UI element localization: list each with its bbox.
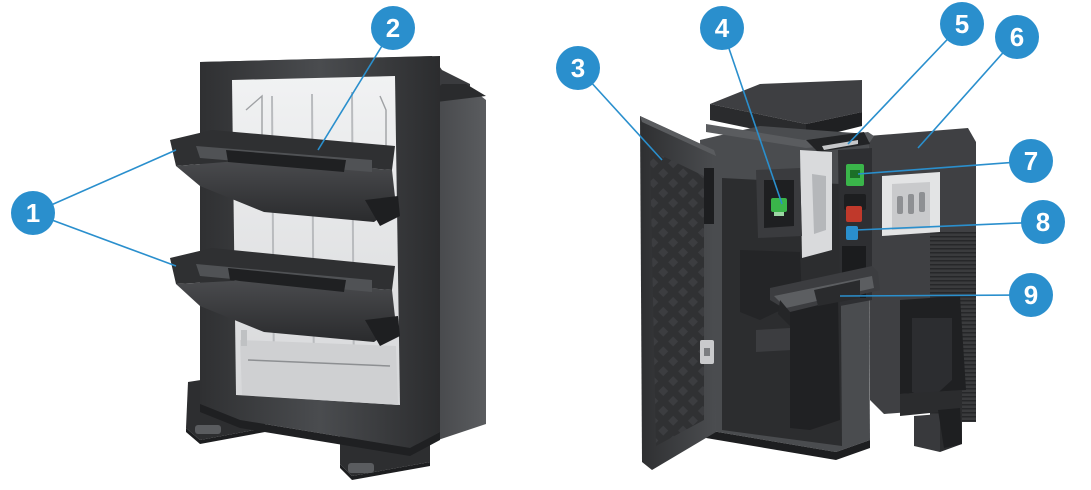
finisher-open-view	[640, 80, 976, 470]
callout-8-label: 8	[1036, 207, 1050, 237]
top-cover	[710, 80, 862, 124]
caster-left	[195, 425, 221, 434]
leader-5	[847, 23, 963, 145]
callout-9-label: 9	[1024, 280, 1038, 310]
callout-4-label: 4	[715, 13, 730, 43]
callouts: 1 2 3 4 5 6 7 8	[11, 2, 1065, 317]
callout-1: 1	[11, 191, 55, 235]
callout-5-label: 5	[955, 9, 969, 39]
callout-2-label: 2	[386, 13, 400, 43]
callout-7: 7	[1009, 139, 1053, 183]
callout-4: 4	[700, 6, 744, 50]
callout-8: 8	[1021, 200, 1065, 244]
staple-cartridge-red	[846, 206, 862, 222]
callout-6: 6	[995, 15, 1039, 59]
callout-6-label: 6	[1010, 22, 1024, 52]
callout-3-label: 3	[571, 53, 585, 83]
caster-right	[348, 463, 374, 473]
leader-1a	[32, 149, 177, 214]
leader-6	[917, 36, 1018, 149]
leader-lines	[32, 23, 1044, 297]
callout-2: 2	[371, 6, 415, 50]
leader-7	[857, 160, 1032, 175]
finisher-front-view	[170, 56, 486, 480]
stapler-unit	[756, 168, 802, 238]
staple-cartridge-area	[838, 148, 872, 306]
leader-1b	[32, 212, 177, 267]
leader-2	[317, 27, 394, 151]
lower-access-door	[770, 266, 880, 326]
callout-3: 3	[556, 46, 600, 90]
output-bin-lower	[170, 248, 400, 346]
callout-9: 9	[1009, 273, 1053, 317]
leader-9	[839, 294, 1032, 297]
staple-cartridge-blue	[846, 226, 858, 240]
output-bin-upper	[170, 130, 400, 226]
front-door-open	[640, 116, 716, 470]
callout-1-label: 1	[26, 198, 40, 228]
callout-5: 5	[940, 2, 984, 46]
callout-7-label: 7	[1024, 146, 1038, 176]
leader-8	[855, 221, 1044, 231]
stapler-green-handle	[771, 198, 787, 212]
leader-4	[721, 27, 783, 205]
